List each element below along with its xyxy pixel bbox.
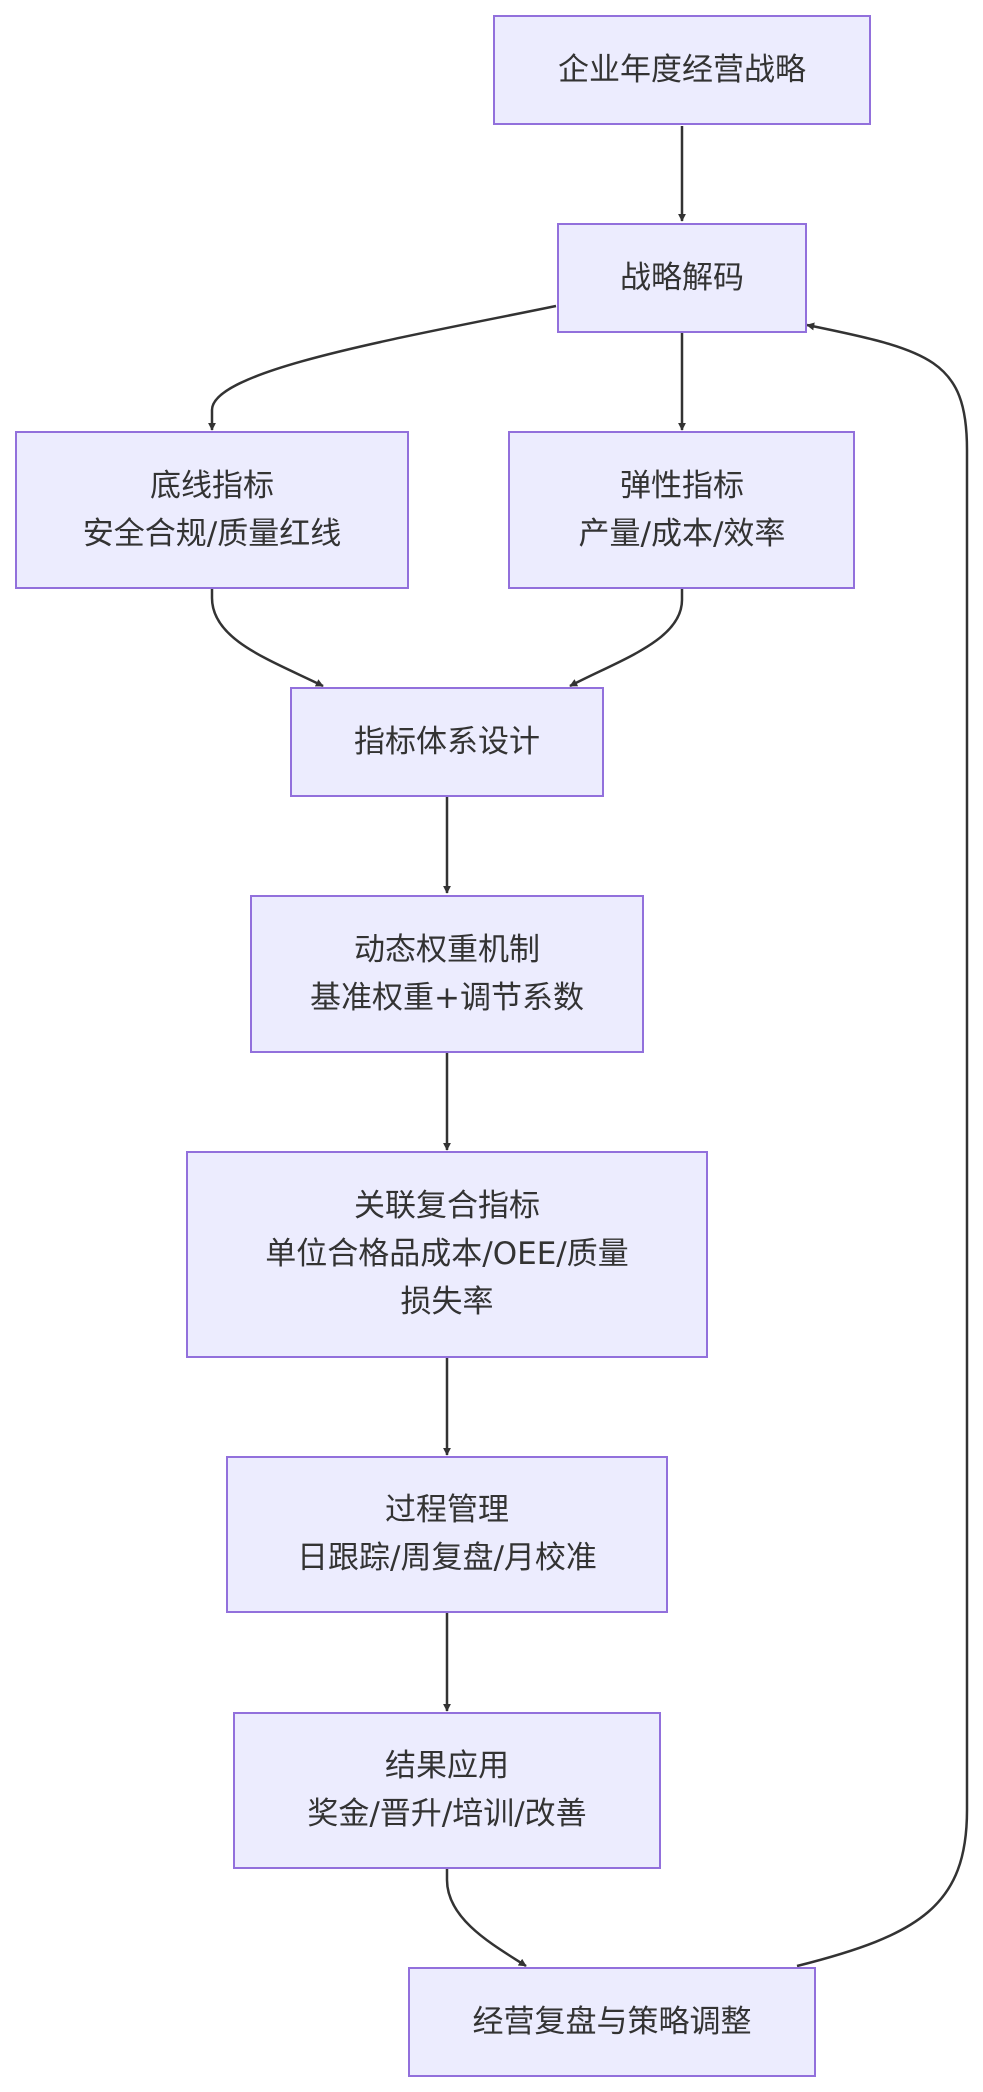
node-review-line-1: 经营复盘与策略调整 (473, 2004, 752, 2040)
node-strategy[interactable]: 企业年度经营战略 (493, 15, 871, 125)
node-elastic-line-2: 产量/成本/效率 (579, 516, 786, 552)
node-composite-line-3: 损失率 (401, 1284, 494, 1320)
node-results[interactable]: 结果应用 奖金/晋升/培训/改善 (233, 1712, 661, 1869)
node-weights-line-2: 基准权重+调节系数 (310, 980, 584, 1016)
node-composite[interactable]: 关联复合指标 单位合格品成本/OEE/质量 损失率 (186, 1151, 708, 1358)
node-design-line-1: 指标体系设计 (354, 724, 540, 760)
edge-review-decode (796, 322, 969, 1968)
node-strategy-line-1: 企业年度经营战略 (558, 52, 806, 88)
node-design[interactable]: 指标体系设计 (290, 687, 604, 797)
node-composite-line-1: 关联复合指标 (354, 1188, 540, 1224)
node-elastic[interactable]: 弹性指标 产量/成本/效率 (508, 431, 855, 589)
node-decode-line-1: 战略解码 (620, 260, 744, 296)
node-baseline[interactable]: 底线指标 安全合规/质量红线 (15, 431, 409, 589)
node-results-line-2: 奖金/晋升/培训/改善 (307, 1796, 586, 1832)
edge-results-review (445, 1868, 527, 1968)
node-review[interactable]: 经营复盘与策略调整 (408, 1967, 816, 2077)
node-process-line-2: 日跟踪/周复盘/月校准 (297, 1540, 597, 1576)
node-process-line-1: 过程管理 (385, 1492, 509, 1528)
edge-decode-baseline (208, 304, 557, 431)
node-weights-line-1: 动态权重机制 (354, 932, 540, 968)
edge-elastic-design (569, 588, 684, 688)
node-elastic-line-1: 弹性指标 (620, 468, 744, 504)
node-process[interactable]: 过程管理 日跟踪/周复盘/月校准 (226, 1456, 668, 1613)
node-weights[interactable]: 动态权重机制 基准权重+调节系数 (250, 895, 644, 1053)
edge-baseline-design (210, 588, 324, 688)
node-results-line-1: 结果应用 (385, 1748, 509, 1784)
node-decode[interactable]: 战略解码 (557, 223, 807, 333)
edges-layer (208, 126, 969, 1968)
node-baseline-line-2: 安全合规/质量红线 (83, 516, 341, 552)
node-composite-line-2: 单位合格品成本/OEE/质量 (265, 1236, 628, 1272)
node-baseline-line-1: 底线指标 (150, 468, 274, 504)
